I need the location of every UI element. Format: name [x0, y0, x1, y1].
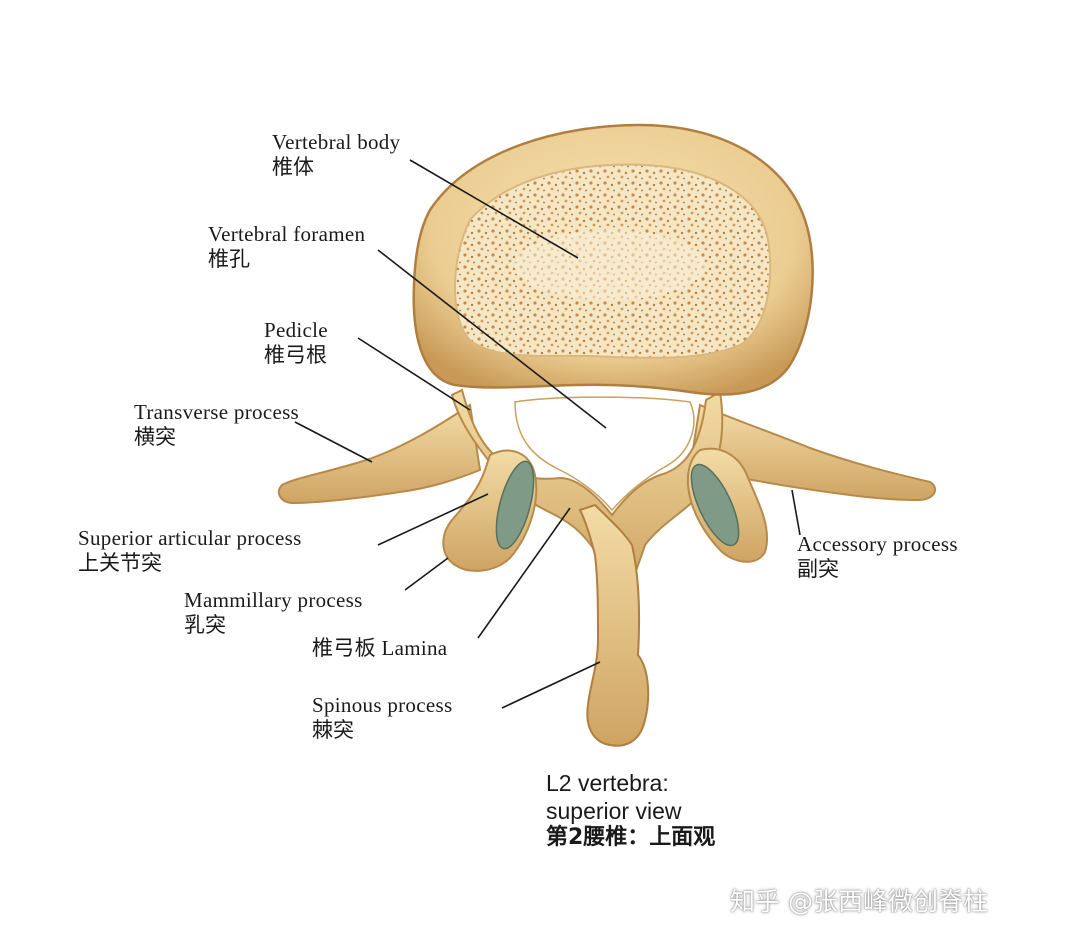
caption-line-2: superior view	[546, 797, 682, 824]
vertebral-foramen	[514, 396, 695, 512]
caption-line-1: L2 vertebra:	[546, 770, 669, 796]
leader-spinous	[501, 661, 601, 709]
endplate-highlight	[515, 230, 705, 300]
label-mammillary-process: Mammillary process 乳突	[184, 588, 363, 638]
leader-lines	[294, 159, 801, 709]
spinous-process	[578, 503, 650, 747]
label-vertebral-foramen-zh: 椎孔	[208, 246, 250, 271]
label-lamina: 椎弓板 Lamina	[312, 636, 447, 661]
label-spinous-process-en: Spinous process	[312, 693, 453, 717]
label-superior-articular-process-en: Superior articular process	[78, 526, 302, 550]
label-transverse-process-zh: 横突	[134, 424, 176, 449]
leader-vertebral-body	[409, 159, 579, 259]
leader-accessory	[791, 489, 801, 536]
leader-lamina	[477, 507, 571, 639]
leader-superior-articular	[377, 493, 489, 546]
label-mammillary-process-zh: 乳突	[184, 612, 226, 637]
figure-caption: L2 vertebra: superior view 第2腰椎：上面观	[546, 770, 715, 852]
label-transverse-process-en: Transverse process	[134, 400, 300, 424]
label-vertebral-body: Vertebral body 椎体	[272, 130, 400, 180]
leader-pedicle	[357, 337, 471, 411]
right-articular-cartilage	[690, 463, 740, 547]
label-accessory-process: Accessory process 副突	[797, 532, 958, 582]
label-transverse-process: Transverse process 横突	[134, 400, 299, 450]
label-lamina-text: 椎弓板 Lamina	[312, 636, 448, 660]
label-superior-articular-process: Superior articular process 上关节突	[78, 526, 302, 576]
label-pedicle: Pedicle 椎弓根	[264, 318, 328, 368]
caption-line-3: 第2腰椎：上面观	[546, 825, 716, 851]
right-transverse-process	[688, 403, 937, 502]
watermark: 知乎 @张西峰微创脊柱	[730, 887, 988, 916]
leader-mammillary	[404, 557, 449, 591]
label-spinous-process-zh: 棘突	[312, 717, 354, 742]
label-vertebral-body-en: Vertebral body	[272, 130, 401, 154]
label-vertebral-foramen: Vertebral foramen 椎孔	[208, 222, 365, 272]
leader-transverse-process	[294, 421, 373, 463]
label-pedicle-zh: 椎弓根	[264, 342, 327, 367]
label-vertebral-foramen-en: Vertebral foramen	[208, 222, 366, 246]
leader-vertebral-foramen	[377, 249, 607, 429]
label-accessory-process-en: Accessory process	[797, 532, 958, 556]
left-articular-cartilage	[495, 460, 535, 550]
label-pedicle-en: Pedicle	[264, 318, 328, 342]
left-transverse-process	[277, 403, 482, 505]
label-mammillary-process-en: Mammillary process	[184, 588, 363, 612]
label-vertebral-body-zh: 椎体	[272, 154, 314, 179]
label-superior-articular-process-zh: 上关节突	[78, 550, 162, 575]
label-spinous-process: Spinous process 棘突	[312, 693, 452, 743]
label-accessory-process-zh: 副突	[797, 556, 839, 581]
